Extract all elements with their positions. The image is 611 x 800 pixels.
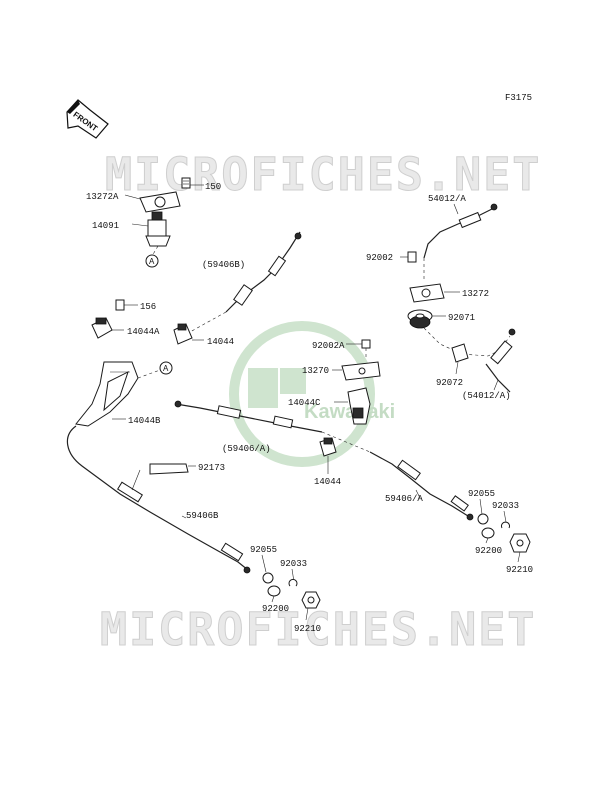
callout-a-top: A — [145, 254, 159, 268]
label-92210-right: 92210 — [506, 565, 533, 575]
clamp-14044-top — [173, 323, 193, 345]
watermark-bottom: MICROFICHES.NET — [100, 603, 536, 656]
label-150: 150 — [205, 182, 221, 192]
holder-14091 — [145, 211, 171, 247]
plate-13272 — [409, 283, 445, 303]
label-14044-top: 14044 — [207, 337, 234, 347]
o-ring-92055-left — [262, 572, 274, 584]
label-14044-mid: 14044 — [314, 477, 341, 487]
cable-59406a — [174, 400, 474, 521]
label-14091: 14091 — [92, 221, 119, 231]
svg-text:A: A — [149, 257, 155, 266]
bracket-92173 — [131, 463, 189, 491]
svg-text:A: A — [163, 364, 169, 373]
o-ring-92055-right — [477, 513, 489, 525]
kawasaki-logo: Kawasaki — [229, 321, 395, 467]
label-59406a-paren: (59406/A) — [222, 444, 271, 454]
label-13270: 13270 — [302, 366, 329, 376]
circlip-92033-right — [501, 521, 510, 529]
plate-13270 — [341, 361, 381, 381]
front-arrow-icon: FRONT — [66, 99, 109, 139]
cable-54012a-upper — [423, 203, 498, 280]
label-59406a: 59406/A — [385, 494, 423, 504]
label-59406b-paren: (59406B) — [202, 260, 245, 270]
bolt-156 — [115, 299, 125, 311]
label-92173: 92173 — [198, 463, 225, 473]
label-14044a: 14044A — [127, 327, 160, 337]
label-92055-right: 92055 — [468, 489, 495, 499]
label-92002a: 92002A — [312, 341, 345, 351]
circlip-92033-left — [288, 578, 298, 587]
plate-13272a — [139, 191, 181, 213]
clamp-14044c — [347, 387, 371, 425]
label-13272: 13272 — [462, 289, 489, 299]
label-92210-left: 92210 — [294, 624, 321, 634]
clamp-92072 — [451, 343, 469, 363]
callout-a-left: A — [159, 361, 173, 375]
label-156: 156 — [140, 302, 156, 312]
label-92200-right: 92200 — [475, 546, 502, 556]
label-92200-left: 92200 — [262, 604, 289, 614]
label-54012a-paren: (54012/A) — [462, 391, 511, 401]
cable-54012a-lower — [423, 327, 516, 393]
label-13272a: 13272A — [86, 192, 119, 202]
cable-59406b-upper — [189, 231, 302, 333]
grommet-92071 — [407, 309, 433, 329]
label-14044b: 14044B — [128, 416, 161, 426]
label-92072: 92072 — [436, 378, 463, 388]
nut-92210-right — [509, 533, 531, 553]
bolt-92002 — [407, 251, 417, 263]
label-54012a: 54012/A — [428, 194, 466, 204]
label-14044c: 14044C — [288, 398, 321, 408]
figure-code: F3175 — [505, 93, 532, 103]
label-92055-left: 92055 — [250, 545, 277, 555]
clamp-14044-mid — [319, 437, 337, 457]
label-92071: 92071 — [448, 313, 475, 323]
label-59406b: 59406B — [186, 511, 219, 521]
nut-92210-left — [301, 591, 321, 609]
label-92033-right: 92033 — [492, 501, 519, 511]
watermark-top: MICROFICHES.NET — [105, 148, 541, 201]
logo-text: Kawasaki — [304, 401, 395, 423]
washer-92200-right — [481, 527, 495, 539]
bolt-92002a — [361, 339, 371, 349]
clamp-14044a — [91, 317, 113, 339]
label-92033-left: 92033 — [280, 559, 307, 569]
label-92002: 92002 — [366, 253, 393, 263]
washer-92200-left — [267, 585, 281, 597]
bolt-150 — [181, 177, 191, 189]
cable-59406b-lower — [66, 425, 251, 574]
bracket-14044b — [75, 361, 139, 427]
